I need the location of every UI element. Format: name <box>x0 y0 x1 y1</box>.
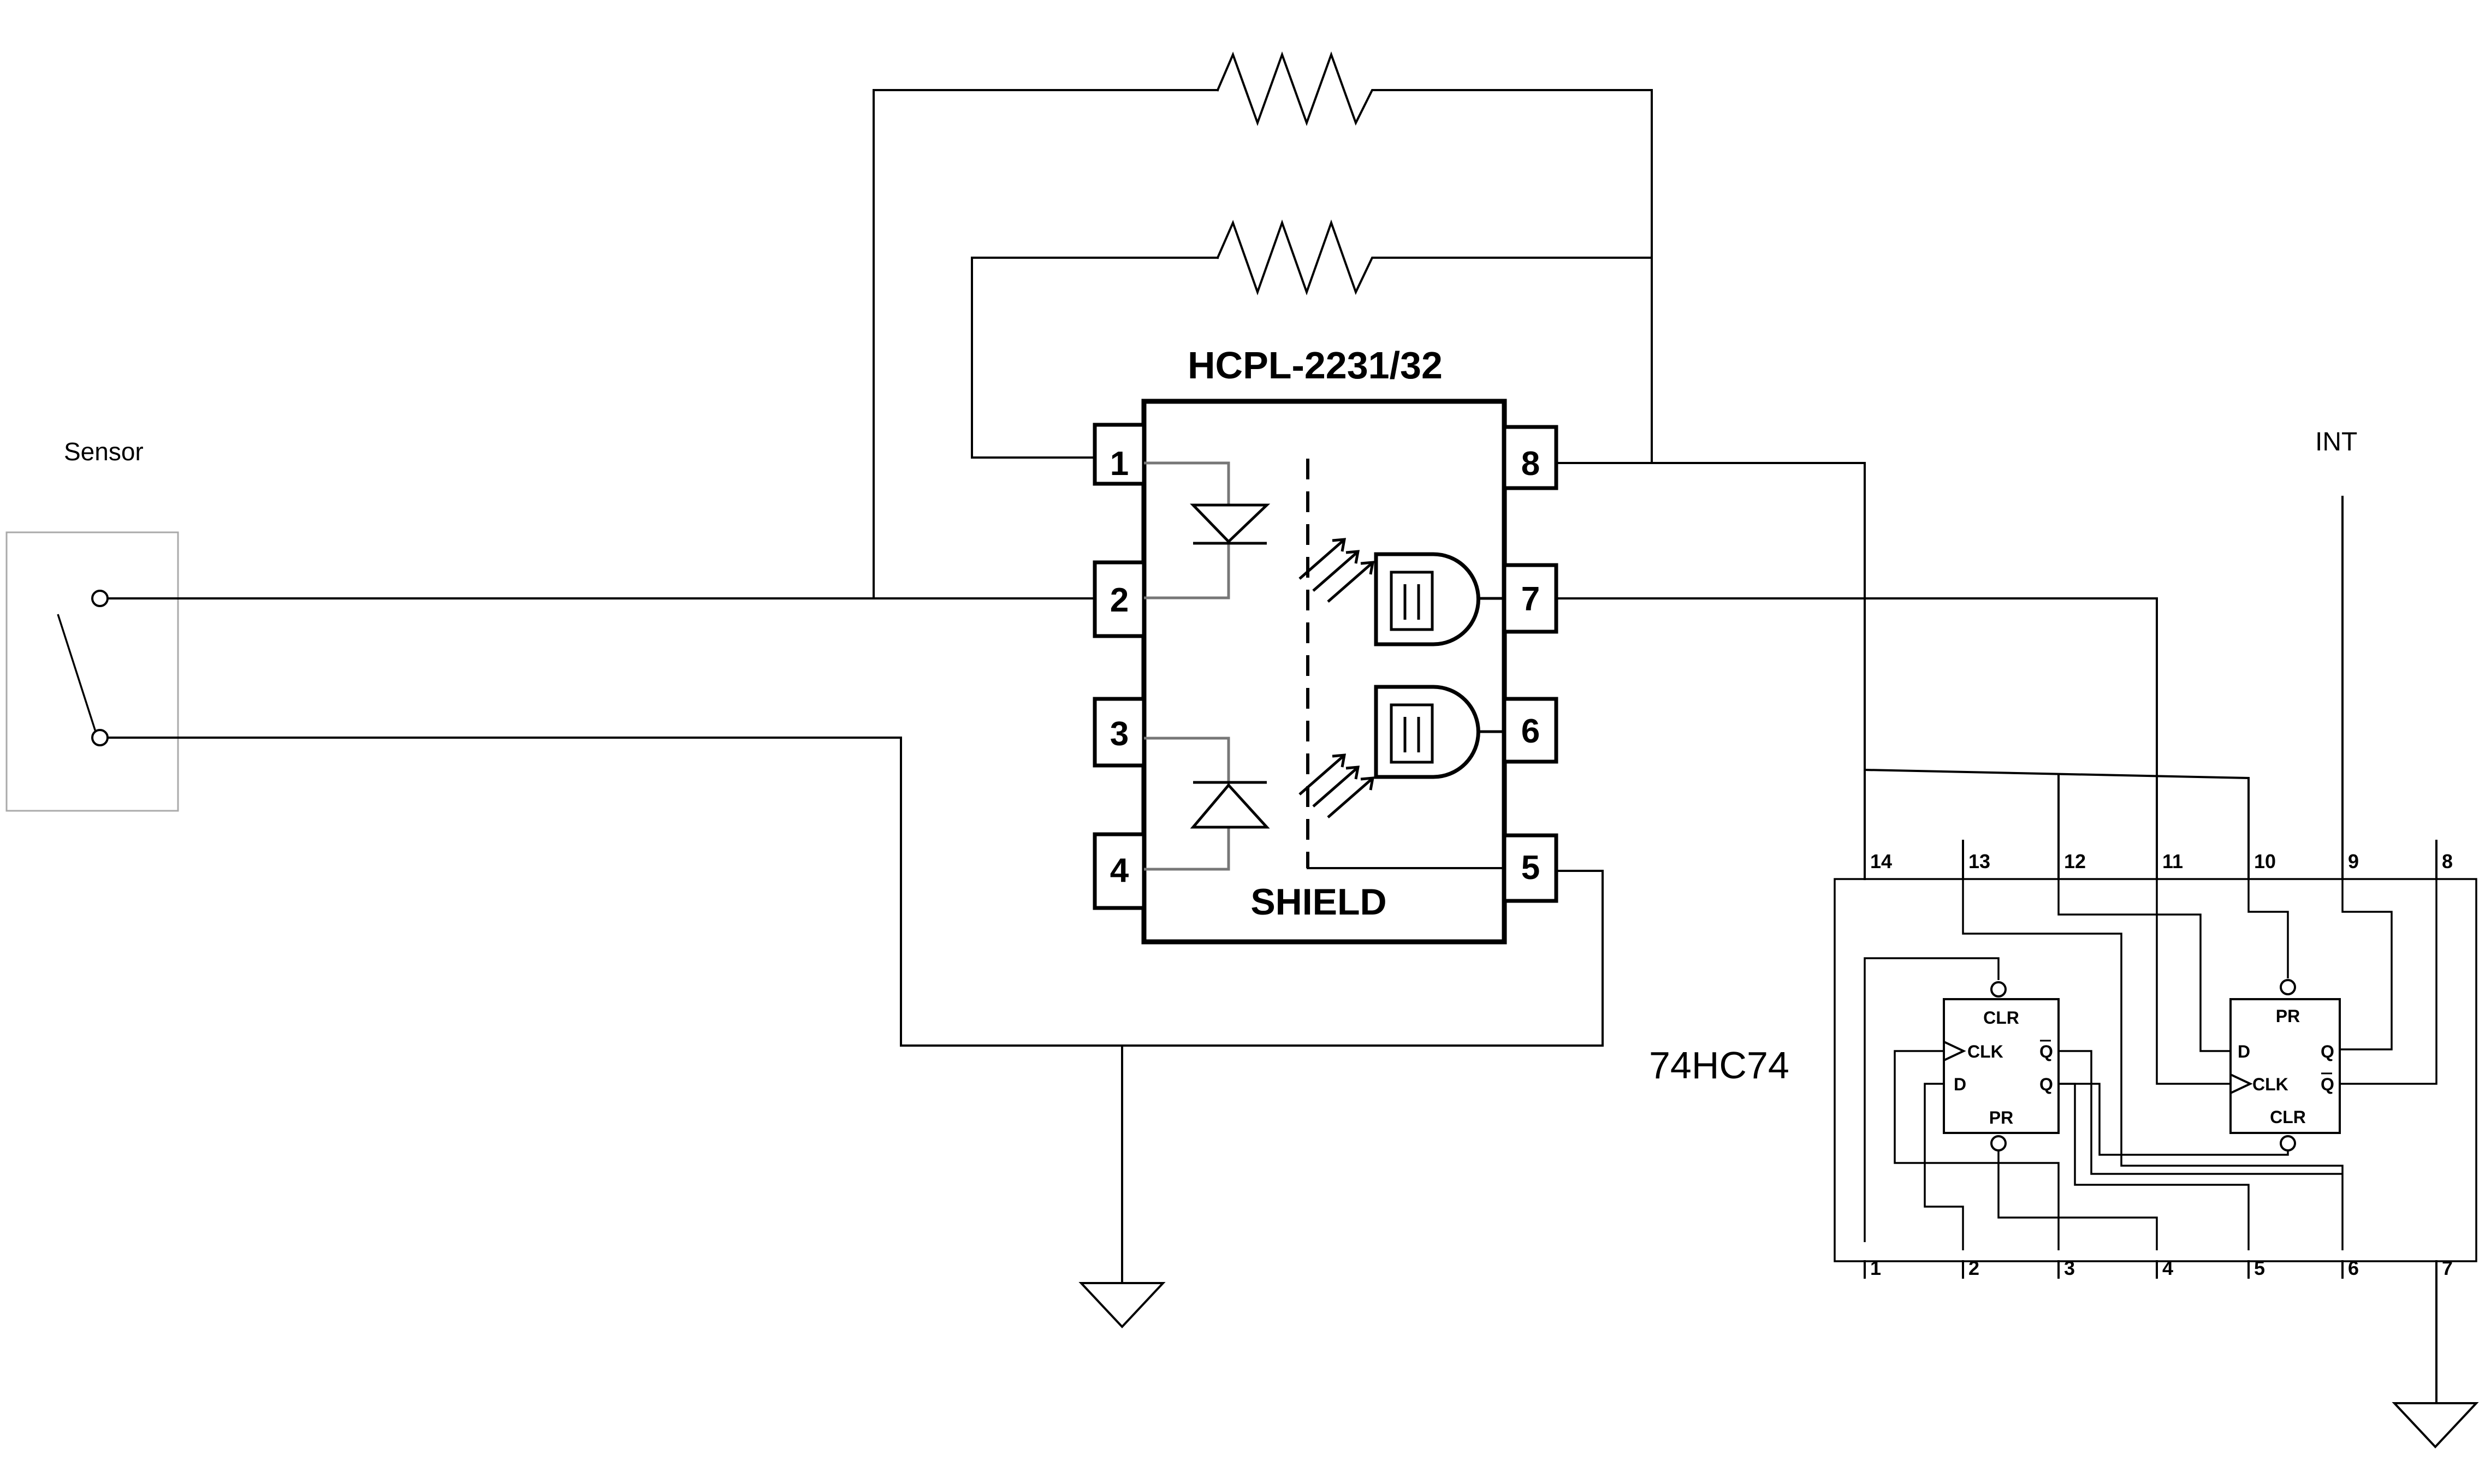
flipflop-2-clk-label: CLK <box>2252 1075 2288 1094</box>
ic-pin-3-label: 3 <box>2064 1257 2075 1279</box>
flipflop-2-pr-bubble <box>2280 979 2296 995</box>
optocoupler-part-label: HCPL-2231/32 <box>1188 344 1443 387</box>
flipflop-1-pr-bubble <box>1990 1135 2007 1151</box>
flipflop-1-clr-label: CLR <box>1983 1008 2019 1028</box>
flipflop-ic-body <box>1834 878 2477 1262</box>
flipflop-2-d-label: D <box>2238 1042 2250 1061</box>
ic-top-pin-stubs <box>1864 840 2437 880</box>
resistor-r1 <box>1216 51 1388 126</box>
optocoupler-body <box>1141 399 1507 945</box>
flipflop-2-body <box>2229 998 2341 1134</box>
opto-pin-8 <box>1502 425 1558 490</box>
ic-pin-7-label: 7 <box>2442 1257 2453 1279</box>
sensor-terminal-top <box>91 590 109 607</box>
opto-pin-3 <box>1093 697 1146 768</box>
led2-diode-icon <box>1190 781 1270 829</box>
wire-sensor-to-ground-bus <box>106 737 1604 1047</box>
flipflop-2-clr-label: CLR <box>2270 1107 2306 1127</box>
opto-pin-7-label: 7 <box>1521 580 1540 618</box>
ic-pin-1-label: 1 <box>1870 1257 1881 1279</box>
wire-pin8-to-ic <box>1555 462 1866 880</box>
ground-left-icon <box>1078 1282 1166 1328</box>
led1-diode-icon <box>1190 503 1271 545</box>
sensor-terminal-bottom <box>91 729 109 746</box>
wire-r1-right <box>1386 89 1653 464</box>
ic-pin-2-label: 2 <box>1968 1257 1979 1279</box>
ic-pin-12-label: 12 <box>2064 850 2086 872</box>
int-label: INT <box>2315 428 2357 456</box>
wire-r2-left <box>971 257 1219 459</box>
flipflop-1-d-label: D <box>1954 1075 1966 1094</box>
ic-pin-5-label: 5 <box>2254 1257 2265 1279</box>
ic-internal-routing <box>1864 879 2437 1250</box>
wire-vcc-bus <box>1863 768 2250 880</box>
flipflop-2-pr-label: PR <box>2276 1006 2300 1026</box>
opto-pin-3-label: 3 <box>1110 715 1129 753</box>
opto-pin-4 <box>1093 832 1146 910</box>
light-arrows-top-icon <box>1298 538 1375 603</box>
ground-right-icon <box>2392 1402 2479 1449</box>
shield-label: SHIELD <box>1250 881 1386 923</box>
ic-pin-14-label: 14 <box>1870 850 1892 872</box>
flipflop-1-clr-bubble <box>1990 981 2007 998</box>
detector-gate-bottom-icon <box>1374 685 1504 779</box>
opto-pin-2-label: 2 <box>1110 581 1129 619</box>
opto-pin-2 <box>1093 560 1146 638</box>
flipflop-ic-part-label: 74HC74 <box>1649 1044 1789 1087</box>
opto-pin-1 <box>1093 423 1146 486</box>
sensor-switch-blade <box>57 614 97 732</box>
flipflop-1-qbar-label: Q <box>2039 1042 2053 1061</box>
flipflop-2-q-label: Q <box>2321 1042 2334 1061</box>
ic-pin-10-label: 10 <box>2254 850 2276 872</box>
ic-pin-11-label: 11 <box>2162 850 2183 872</box>
flipflop-1: CLR CLK D PR Q Q <box>1943 981 2060 1151</box>
wire-pin7-to-ic <box>1555 597 2158 880</box>
flipflop-2: PR D CLK CLR Q Q <box>2229 979 2341 1151</box>
flipflop-1-clk-triangle-icon <box>1943 1041 1966 1061</box>
flipflop-1-pr-label: PR <box>1989 1108 2013 1127</box>
ic-pin-8-label: 8 <box>2442 850 2453 872</box>
sensor: Sensor <box>5 437 179 812</box>
flipflop-1-clk-label: CLK <box>1967 1042 2003 1061</box>
opto-pin-5-label: 5 <box>1521 849 1540 887</box>
ic-pin-9-label: 9 <box>2348 850 2359 872</box>
opto-pin-8-label: 8 <box>1521 445 1540 483</box>
opto-pin-1-label: 1 <box>1110 445 1129 483</box>
sensor-box <box>5 531 179 812</box>
flipflop-2-clr-bubble <box>2280 1135 2296 1151</box>
wires <box>106 89 2437 1404</box>
flipflop-ic: 14 13 12 11 10 9 8 1 2 3 4 5 6 7 <box>1834 840 2477 1279</box>
wire-r1-left <box>873 89 1219 599</box>
sensor-label: Sensor <box>64 437 144 466</box>
flipflop-2-qbar-label: Q <box>2321 1075 2334 1094</box>
flipflop-1-body <box>1943 998 2060 1134</box>
flipflop-1-q-label: Q <box>2039 1075 2053 1094</box>
ic-pin-6-label: 6 <box>2348 1257 2359 1279</box>
opto-pin-4-label: 4 <box>1110 852 1129 889</box>
opto-pin-6-label: 6 <box>1521 713 1540 750</box>
optocoupler: HCPL-2231/32 1 2 3 4 5 6 7 8 <box>1093 344 1558 945</box>
resistor-r2 <box>1216 219 1388 295</box>
flipflop-2-clk-triangle-icon <box>2230 1073 2253 1094</box>
opto-pin-5 <box>1502 833 1558 903</box>
detector-gate-top-icon <box>1374 552 1504 646</box>
ic-pin-13-label: 13 <box>1968 850 1990 872</box>
ic-bottom-pin-stubs <box>1864 1260 2437 1279</box>
ic-pin-4-label: 4 <box>2162 1257 2173 1279</box>
